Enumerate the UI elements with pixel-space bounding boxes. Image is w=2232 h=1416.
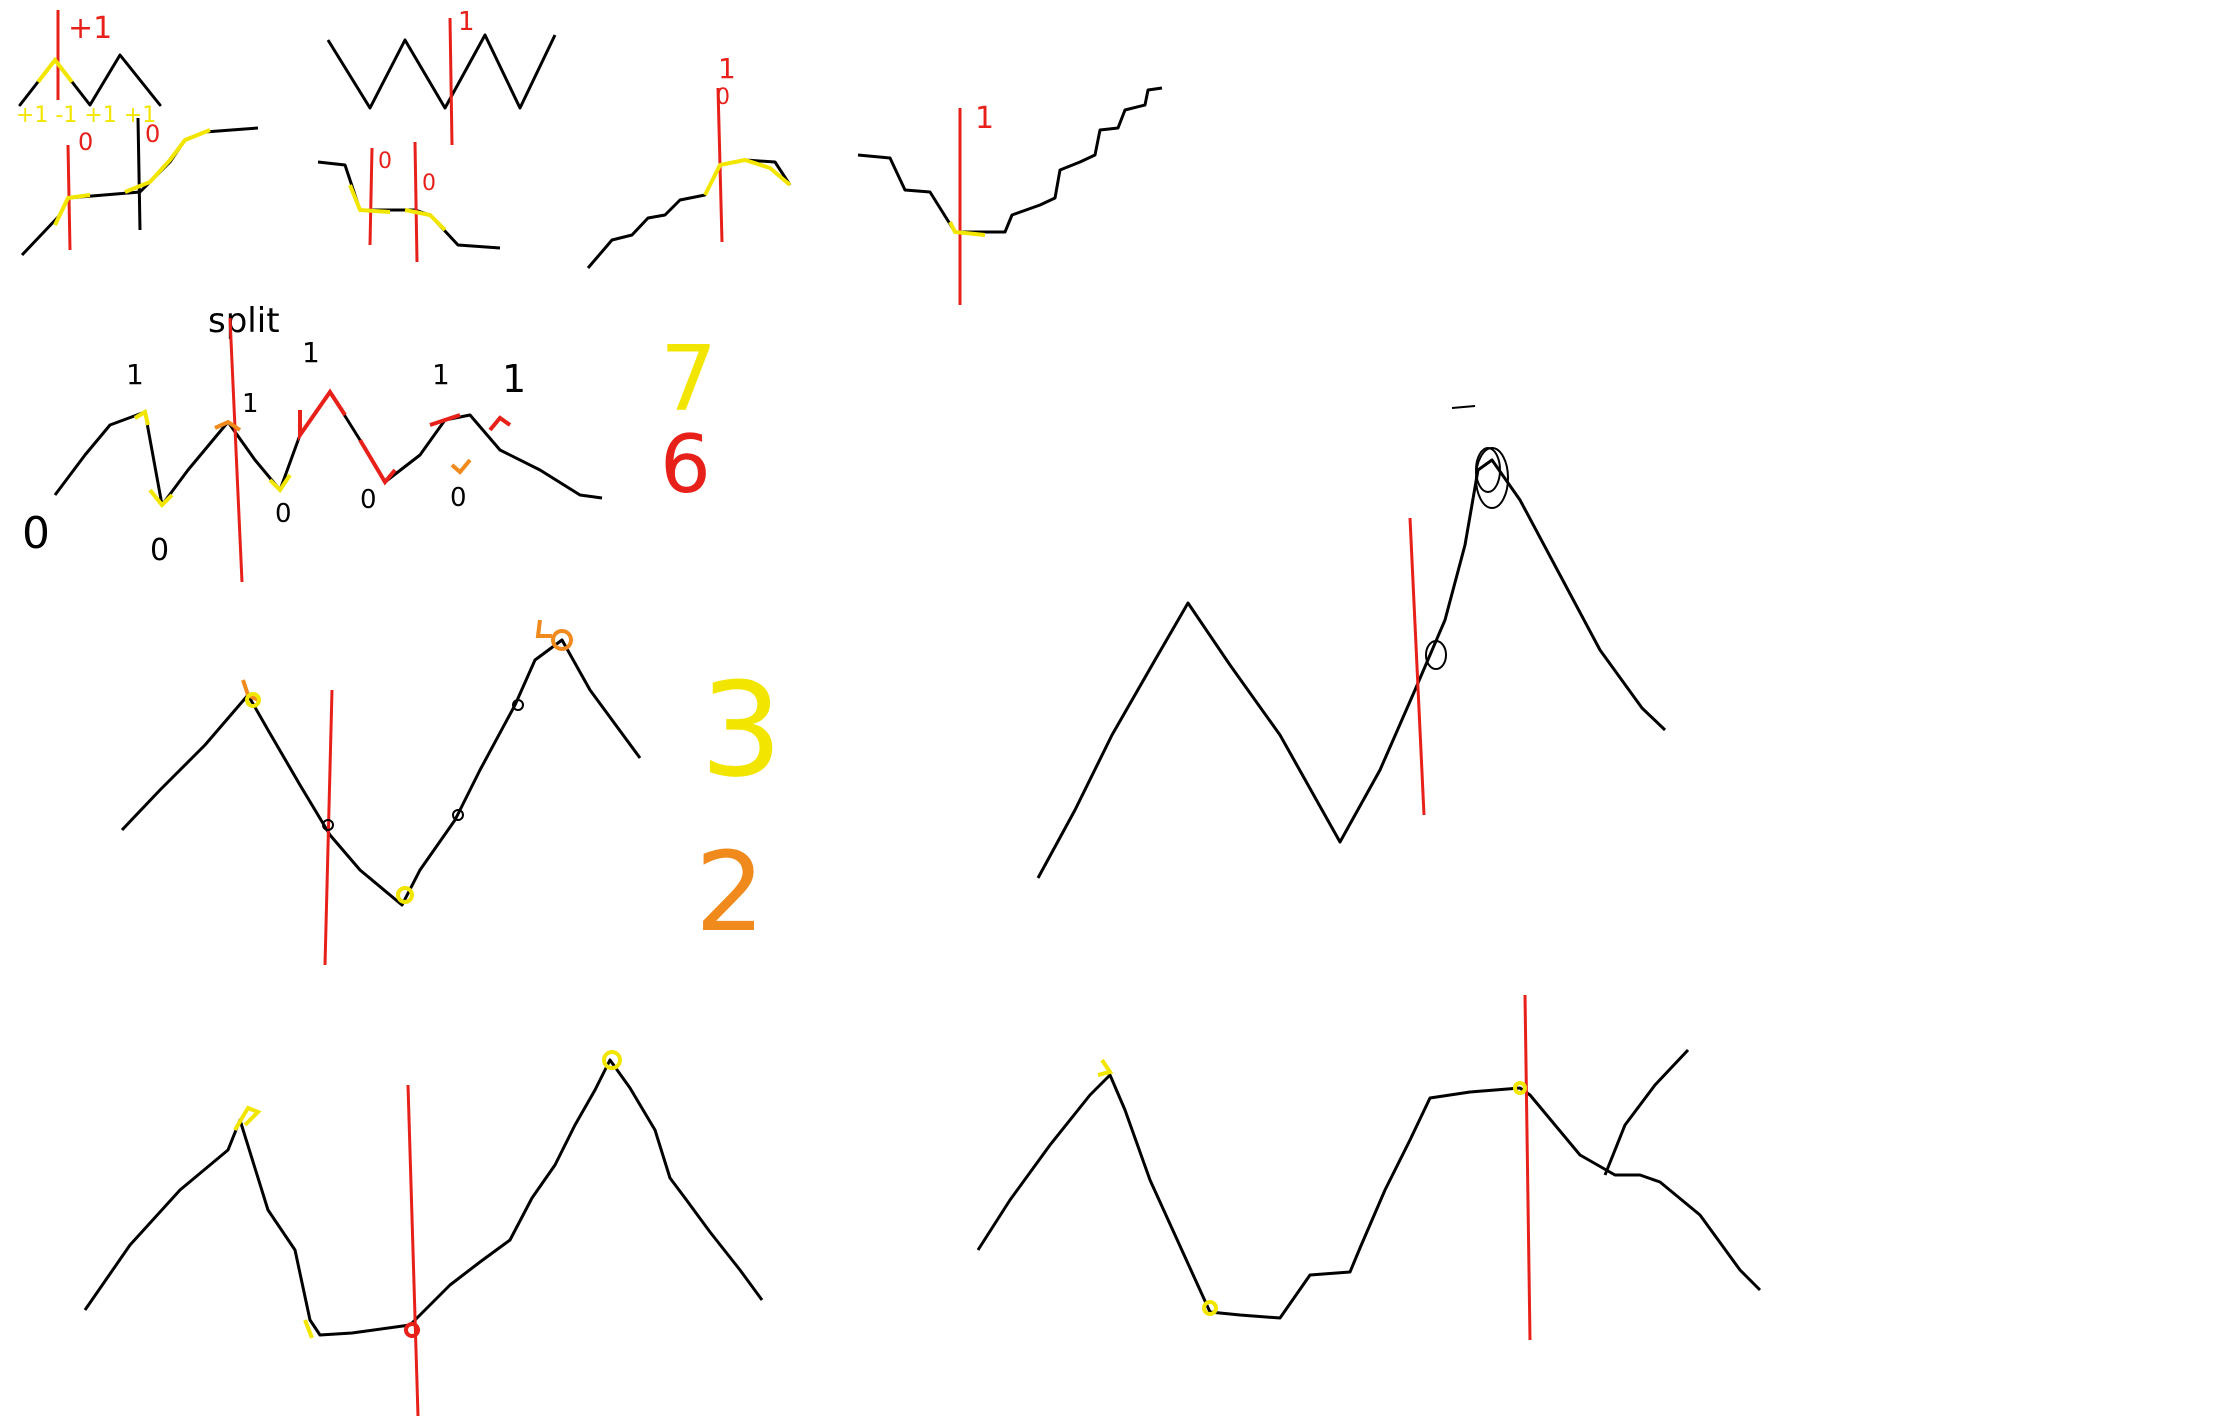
highlight-marks — [241, 619, 573, 904]
valley-zero-label: 0 — [360, 485, 377, 515]
plus-one-label: +1 — [68, 11, 112, 46]
one-label: 1 — [975, 101, 994, 136]
sketch-valley-stairs — [857, 86, 1163, 234]
red-split-line — [368, 147, 374, 246]
yellow-highlight — [404, 208, 447, 232]
red-split-line — [413, 141, 419, 263]
dotted-split-line — [136, 117, 142, 231]
yellow-highlight — [703, 157, 792, 196]
highlight-marks — [1097, 1058, 1527, 1316]
count-yellow-label: 7 — [660, 327, 717, 432]
small-circle-marks — [322, 699, 524, 831]
peak-one-label: 1 — [242, 389, 259, 419]
zero-label: 0 — [422, 171, 436, 196]
peak-one-label: 1 — [432, 358, 450, 391]
yellow-highlight — [36, 56, 74, 84]
zero-label: 0 — [378, 149, 392, 174]
zero-label: 0 — [716, 85, 730, 110]
sketch-plateau-wave — [976, 1048, 1762, 1320]
one-label: 1 — [718, 52, 736, 85]
red-split-line — [1523, 994, 1532, 1341]
count-yellow-label: 3 — [700, 654, 783, 806]
yellow-highlight — [53, 193, 91, 226]
sketch-valley-curve — [120, 638, 642, 907]
valley-zero-label: 0 — [22, 508, 50, 559]
red-split-line — [323, 689, 334, 966]
scribble-marks — [1425, 405, 1509, 670]
one-label: 1 — [458, 7, 475, 37]
valley-zero-label: 0 — [450, 483, 467, 513]
sketch-w-shape — [326, 33, 557, 110]
red-split-line — [1408, 517, 1426, 816]
sketch-wide-valley — [83, 1058, 764, 1337]
red-split-line — [448, 17, 454, 146]
highlight-marks — [233, 1050, 622, 1339]
peak-one-label: 1 — [502, 357, 526, 401]
red-split-line — [228, 317, 244, 583]
zero-label: 0 — [78, 128, 93, 156]
yellow-highlight — [948, 221, 986, 237]
yellow-highlight — [348, 184, 391, 214]
yellow-highlight — [124, 128, 211, 194]
count-orange-label: 2 — [695, 828, 765, 956]
sketch-large-wave — [1036, 458, 1667, 879]
red-split-line — [406, 1084, 420, 1416]
sketch-stairs-up — [586, 158, 792, 269]
split-label: split — [208, 301, 280, 341]
sequence-label: +1 -1 +1 +1 — [16, 103, 156, 128]
highlight-segments — [133, 388, 512, 508]
valley-zero-label: 0 — [275, 499, 292, 529]
sketch-steps-falling — [317, 160, 501, 250]
peak-one-label: 1 — [126, 358, 144, 391]
peak-one-label: 1 — [302, 336, 320, 369]
count-red-label: 6 — [660, 418, 711, 511]
valley-zero-label: 0 — [150, 533, 169, 568]
sketch-multi-peak — [53, 390, 603, 507]
zero-label: 0 — [145, 120, 160, 148]
